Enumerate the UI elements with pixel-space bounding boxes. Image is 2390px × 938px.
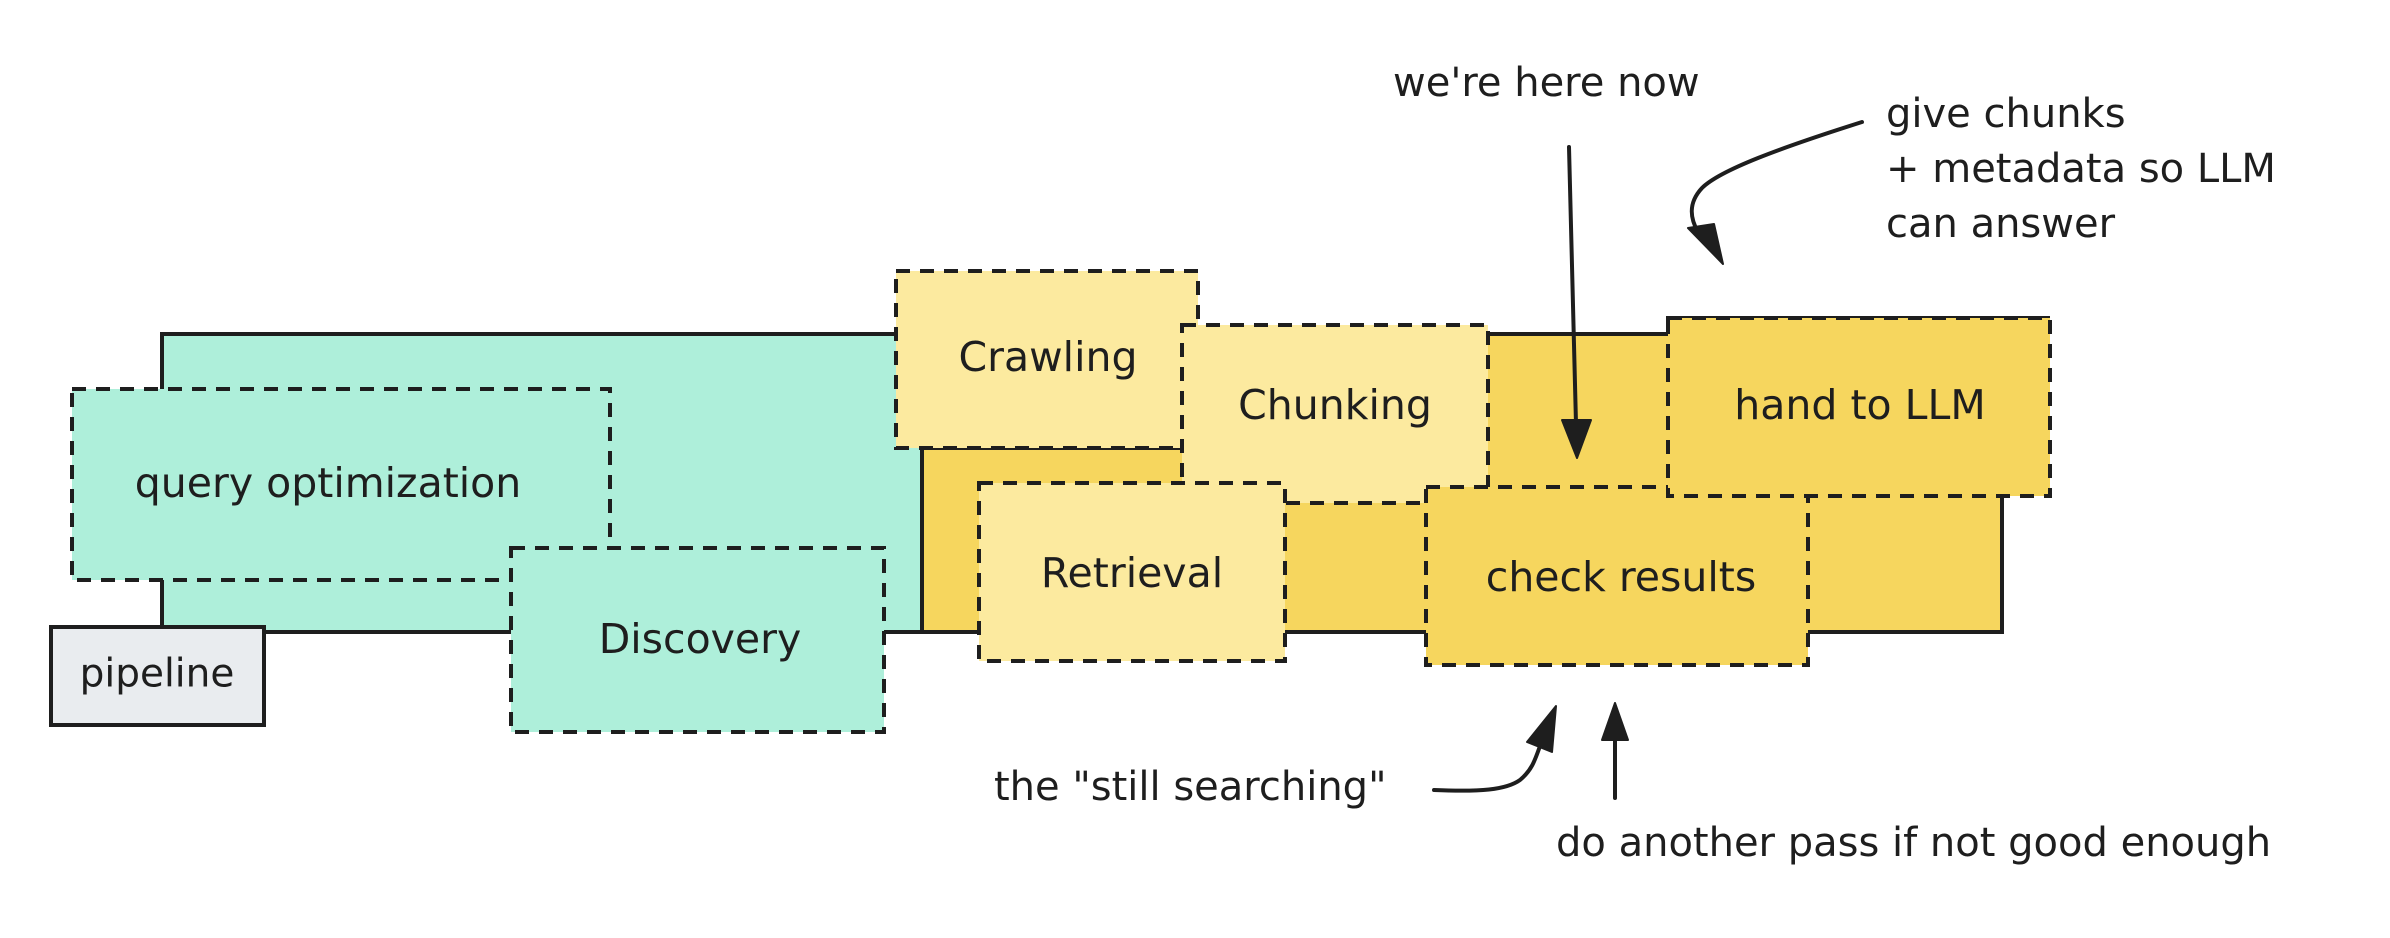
- stage-retrieval-box: [977, 481, 1287, 663]
- stage-query-optimization-label: query optimization: [135, 459, 521, 507]
- we-are-here-arrow: [1567, 145, 1578, 426]
- pipeline-tag-label: pipeline: [80, 652, 235, 697]
- stage-hand-to-llm-label: hand to LLM: [1734, 381, 1985, 429]
- still-searching-arrowhead: [1526, 705, 1557, 753]
- pipeline-tag: [49, 625, 266, 727]
- annotation-still-searching: the "still searching": [994, 764, 1386, 810]
- stage-check-results-label: check results: [1486, 553, 1756, 601]
- we-are-here-arrowhead: [1561, 419, 1592, 459]
- stage-crawling-label: Crawling: [959, 333, 1138, 381]
- annotation-give-chunks: give chunks + metadata so LLM can answer: [1886, 91, 2289, 247]
- another-pass-arrowhead: [1601, 702, 1629, 741]
- stage-hand-to-llm-box: [1666, 316, 2052, 498]
- still-searching-arrow: [1432, 744, 1542, 793]
- stage-crawling-box: [894, 269, 1200, 450]
- stage-chunking-label: Chunking: [1238, 381, 1432, 429]
- annotation-we-are-here: we're here now: [1393, 60, 1700, 106]
- give-chunks-line-1: give chunks: [1886, 91, 2126, 137]
- stage-check-results-box: [1424, 485, 1810, 667]
- give-chunks-line-3: can answer: [1886, 201, 2116, 247]
- stage-chunking-box: [1180, 323, 1490, 505]
- give-chunks-arrowhead: [1687, 223, 1724, 265]
- give-chunks-line-2: + metadata so LLM: [1886, 146, 2276, 192]
- stage-discovery-label: Discovery: [599, 615, 802, 663]
- give-chunks-arrow: [1689, 120, 1864, 234]
- annotation-another-pass: do another pass if not good enough: [1556, 820, 2271, 866]
- stage-retrieval-label: Retrieval: [1041, 549, 1223, 597]
- stage-discovery-box: [509, 546, 886, 734]
